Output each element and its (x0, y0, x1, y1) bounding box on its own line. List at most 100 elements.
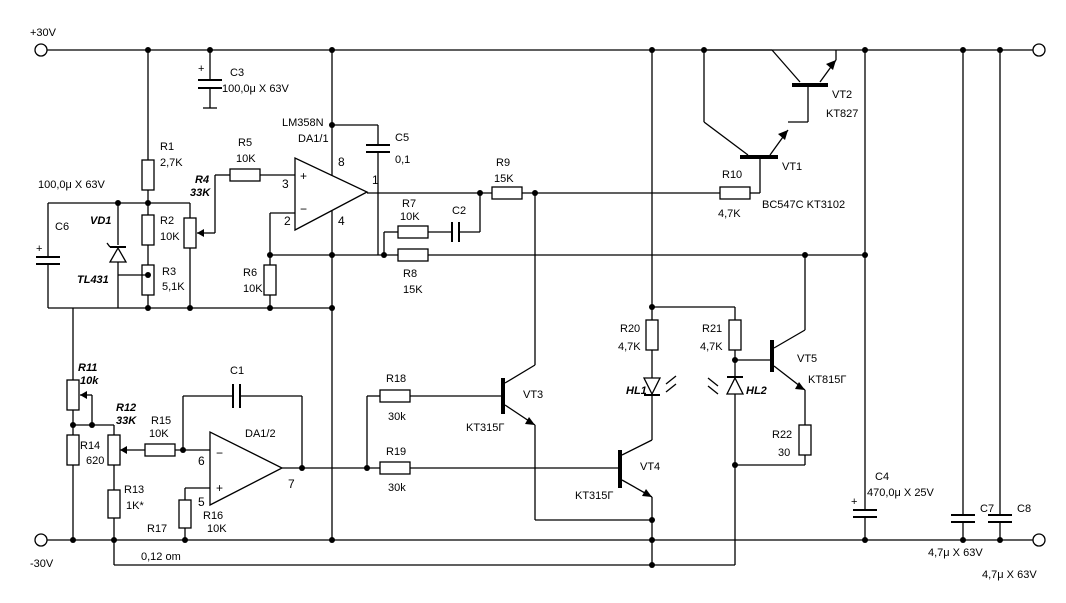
opamp-da1-2 (209, 430, 284, 507)
resistor-r7 (397, 225, 429, 239)
opamp-da1-1 (294, 156, 369, 232)
vt3-label: VT3 (523, 389, 543, 401)
potentiometer-r4 (183, 217, 197, 249)
c7-label: C7 (980, 503, 994, 515)
c2-label: C2 (452, 205, 466, 217)
r17-value: 0,12 om (141, 551, 181, 563)
r2-value: 10K (160, 231, 180, 243)
r11-value: 10k (80, 375, 99, 387)
vt5-part: KT815Г (808, 374, 846, 386)
u2-pin6: 6 (198, 454, 205, 468)
resistor-r5 (229, 168, 261, 182)
r6-label: R6 (243, 267, 257, 279)
plus30v-terminal-left (34, 43, 48, 57)
c8-value: 4,7μ X 63V (982, 569, 1037, 581)
plus-rail-label: +30V (30, 27, 57, 39)
resistor-r22 (798, 424, 812, 456)
zener-vd1 (108, 246, 128, 263)
resistor-r6 (263, 264, 277, 296)
r1-label: R1 (160, 141, 174, 153)
u1-pin4: 4 (338, 214, 345, 228)
led-hl1 (642, 377, 662, 396)
resistor-r18 (379, 389, 411, 403)
resistor-r9 (491, 186, 523, 200)
c5-value: 0,1 (395, 154, 410, 166)
r19-label: R19 (386, 446, 406, 458)
r7-value: 10K (400, 211, 420, 223)
vt1-label: VT1 (782, 161, 802, 173)
c6-value: 100,0μ X 63V (38, 179, 106, 191)
u1-pin2: 2 (284, 214, 291, 228)
resistor-r10 (719, 186, 751, 200)
vd1-part: TL431 (77, 274, 109, 286)
r9-value: 15K (494, 173, 514, 185)
c4-value: 470,0μ X 25V (867, 487, 935, 499)
c5-label: C5 (395, 132, 409, 144)
vt2-part: KT827 (826, 108, 858, 120)
r10-value: 4,7K (718, 208, 741, 220)
vt5-label: VT5 (797, 353, 817, 365)
minus-rail-label: -30V (30, 558, 54, 570)
positive-rail (34, 43, 1046, 57)
negative-rail (34, 533, 1046, 547)
r12-value: 33K (116, 415, 137, 427)
r3-value: 5,1K (162, 281, 185, 293)
r21-label: R21 (702, 323, 722, 335)
r11-label: R11 (78, 362, 97, 374)
u1-part: LM358N (282, 117, 324, 129)
capacitor-c3: + (198, 50, 222, 109)
minus30v-terminal-left (34, 533, 48, 547)
svg-text:+: + (851, 496, 857, 508)
r15-value: 10K (149, 428, 169, 440)
u1-pin1: 1 (372, 173, 379, 187)
hl1-label: HL1 (626, 385, 647, 397)
r14-label: R14 (80, 440, 100, 452)
led-hl2 (725, 376, 745, 395)
r15-label: R15 (151, 415, 171, 427)
svg-text:−: − (300, 202, 307, 216)
svg-text:+: + (216, 481, 223, 495)
r9-label: R9 (496, 157, 510, 169)
r21-value: 4,7K (700, 341, 723, 353)
u2-pin5: 5 (198, 495, 205, 509)
r13-value: 1K* (126, 500, 144, 512)
u2-pin7: 7 (288, 477, 295, 491)
vt4-label: VT4 (640, 461, 660, 473)
r3-label: R3 (162, 266, 176, 278)
resistor-r14 (66, 434, 80, 466)
u1-name: DA1/1 (298, 133, 329, 145)
c6-label: C6 (55, 221, 69, 233)
c3-value: 100,0μ X 63V (222, 83, 290, 95)
resistor-r13 (107, 489, 121, 519)
r8-label: R8 (403, 268, 417, 280)
c3-label: C3 (230, 67, 244, 79)
r4-value: 33K (190, 187, 211, 199)
resistor-r15 (144, 443, 176, 457)
r16-label: R16 (203, 510, 223, 522)
vt3-part: KT315Г (466, 422, 504, 434)
hl2-label: HL2 (746, 385, 767, 397)
r6-value: 10K (243, 283, 263, 295)
u2-name: DA1/2 (245, 428, 276, 440)
c8-label: C8 (1017, 503, 1031, 515)
vt1-part: BC547C KT3102 (762, 199, 845, 211)
r19-value: 30k (388, 482, 406, 494)
resistor-r16 (178, 499, 192, 529)
r18-value: 30k (388, 411, 406, 423)
r12-label: R12 (116, 402, 136, 414)
r20-value: 4,7K (618, 341, 641, 353)
r10-label: R10 (722, 169, 742, 181)
r13-label: R13 (124, 484, 144, 496)
r1-value: 2,7K (160, 157, 183, 169)
resistor-r1 (141, 159, 155, 191)
resistor-r8 (397, 248, 429, 262)
vt4-part: KT315Г (575, 490, 613, 502)
svg-text:+: + (198, 63, 204, 75)
plus30v-terminal-right (1032, 43, 1046, 57)
c7-value: 4,7μ X 63V (928, 547, 983, 559)
vd1-label: VD1 (90, 215, 111, 227)
svg-text:+: + (36, 243, 42, 255)
resistor-r20 (645, 319, 659, 351)
